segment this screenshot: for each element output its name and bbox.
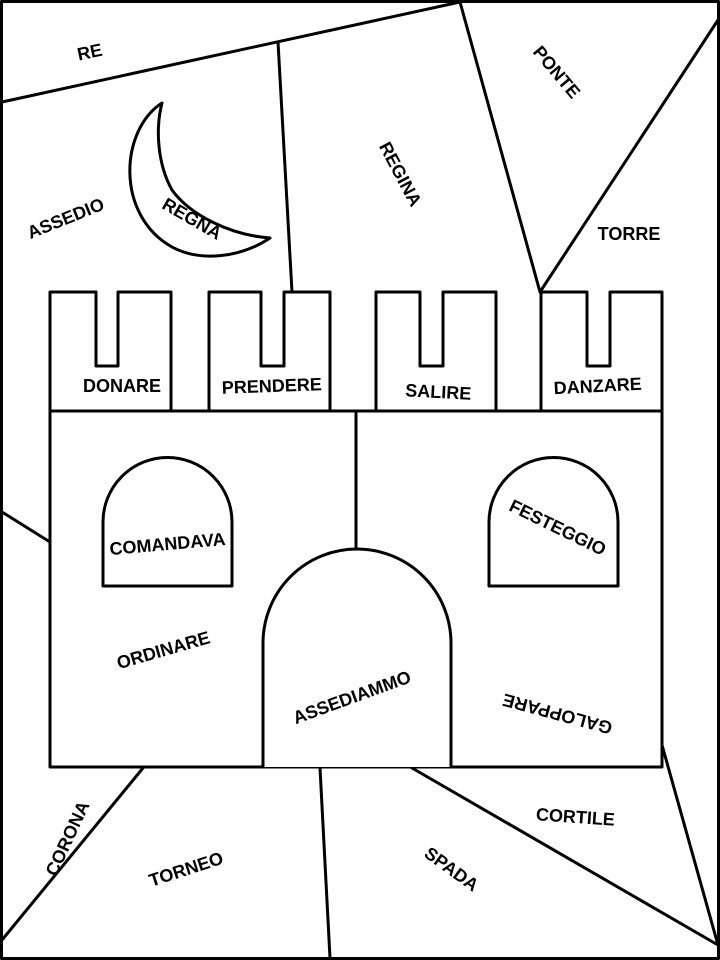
divider-line [276,40,294,294]
divider-line [538,18,720,294]
divider-line [0,766,145,942]
divider-line [458,0,542,294]
battlement-1 [48,290,173,413]
word-ponte: PONTE [529,42,584,102]
word-torre: TORRE [598,224,661,244]
crescent-moon [128,101,272,258]
battlement-3 [374,290,498,413]
word-re: RE [75,40,104,65]
left-window [101,456,234,588]
word-torneo: TORNEO [147,848,226,891]
word-cortile: CORTILE [535,804,615,829]
castle-gate [261,547,453,767]
right-window [487,456,620,588]
divider-line [0,0,462,104]
divider-line [0,510,52,544]
word-spada: SPADA [421,843,483,895]
word-salire: SALIRE [405,380,472,403]
battlement-4 [539,290,664,413]
word-regina: REGINA [375,139,426,210]
divider-line [318,766,332,960]
word-prendere: PRENDERE [221,374,322,397]
word-danzare: DANZARE [553,374,642,399]
divider-line [410,766,720,947]
divider-line [660,743,720,947]
battlement-2 [207,290,332,413]
word-assedio: ASSEDIO [24,194,107,243]
word-donare: DONARE [83,376,161,396]
